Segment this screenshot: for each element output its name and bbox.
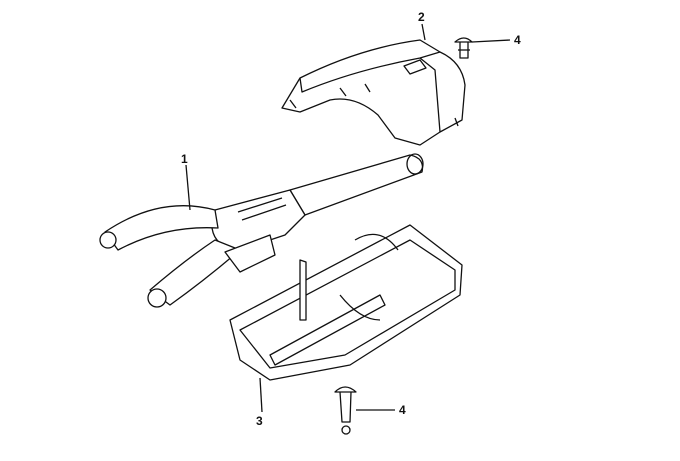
callout-2: 2	[418, 10, 425, 24]
callout-4-top: 4	[514, 33, 521, 47]
leader-line-2	[421, 23, 426, 41]
upper-column-trim	[281, 39, 466, 146]
leader-line-3	[259, 377, 263, 413]
leader-line-4a	[471, 39, 511, 43]
rivet-top	[454, 37, 473, 59]
leader-line-1	[185, 164, 191, 211]
steering-column-bracket	[99, 153, 424, 308]
callout-3: 3	[256, 414, 263, 428]
callout-4-bottom: 4	[399, 403, 406, 417]
callout-1: 1	[181, 152, 188, 166]
rivet-bottom	[334, 386, 357, 435]
lower-column-trim	[229, 224, 463, 381]
